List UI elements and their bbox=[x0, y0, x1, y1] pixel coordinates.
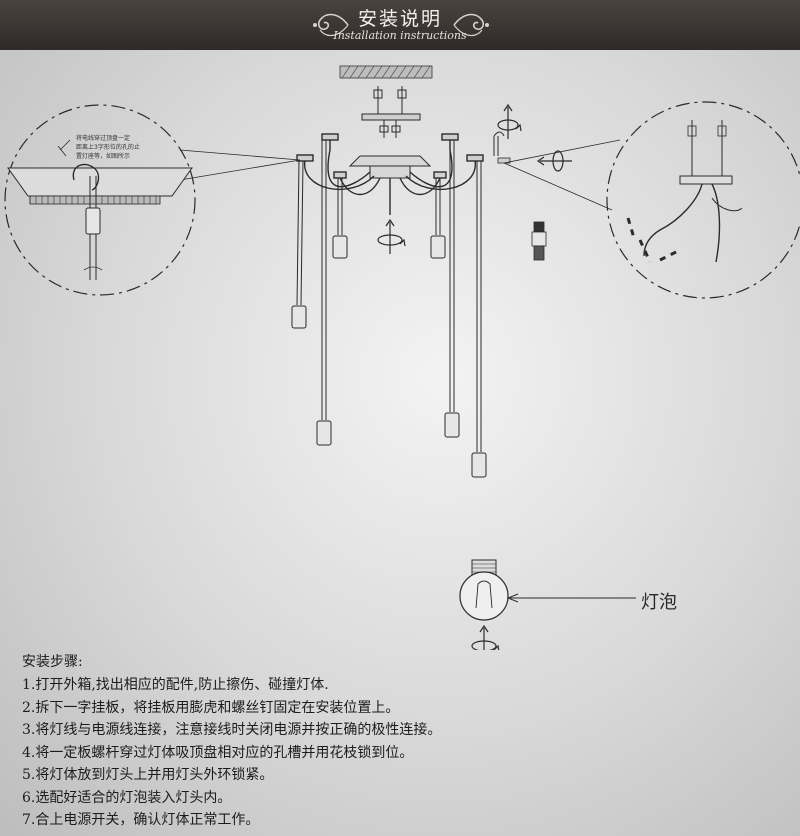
page-subtitle: Installation instructions bbox=[333, 29, 467, 42]
right-detail-view bbox=[503, 101, 800, 299]
page-title: 安装说明 bbox=[357, 8, 442, 30]
installation-diagram: 将电线穿过顶盘一定 距离上3字形位的孔的止 置灯座等，如图所示 bbox=[4, 65, 800, 650]
step-7: 7.合上电源开关，确认灯体正常工作。 bbox=[22, 812, 260, 828]
socket-part bbox=[531, 221, 547, 261]
step-2: 2.拆下一字挂板，将挂板用膨虎和螺丝钉固定在安装位置上。 bbox=[22, 699, 400, 716]
chandelier-arms bbox=[296, 133, 484, 215]
light-bulb-icon bbox=[459, 559, 509, 621]
ornament-left-icon bbox=[313, 13, 349, 36]
left-detail-note-line1: 将电线穿过顶盘一定 bbox=[76, 134, 130, 142]
ornament-right-icon bbox=[453, 13, 489, 36]
step-5: 5.将灯体放到灯头上并用灯头外环锁紧。 bbox=[22, 767, 274, 783]
left-detail-view: 将电线穿过顶盘一定 距离上3字形位的孔的止 置灯座等，如图所示 bbox=[4, 104, 301, 296]
step-6: 6.选配好适合的灯泡装入灯头内。 bbox=[22, 789, 232, 806]
installation-steps: 安装步骤: 1.打开外箱,找出相应的配件,防止擦伤、碰撞灯体. 2.拆下一字挂板… bbox=[22, 650, 782, 832]
bulb-pointer-arrow bbox=[506, 593, 636, 603]
step-1: 1.打开外箱,找出相应的配件,防止擦伤、碰撞灯体. bbox=[22, 677, 329, 693]
left-detail-note-line2: 距离上3字形位的孔的止 bbox=[76, 143, 140, 151]
arm-hook bbox=[493, 131, 505, 156]
step-3: 3.将灯线与电源线连接，注意接线时关闭电源并按正确的极性连接。 bbox=[22, 722, 442, 738]
steps-title: 安装步骤: bbox=[22, 654, 83, 670]
header-banner: 安装说明 Installation instructions bbox=[0, 0, 800, 50]
ceiling-canopy bbox=[348, 155, 432, 179]
step-4: 4.将一定板螺杆穿过灯体吸顶盘相对应的孔槽并用花枝锁到位。 bbox=[22, 744, 414, 761]
bulb-label: 灯泡 bbox=[641, 592, 677, 613]
lamp-sockets bbox=[291, 235, 487, 478]
left-detail-note-line3: 置灯座等，如图所示 bbox=[76, 152, 130, 160]
mounting-bracket bbox=[361, 86, 421, 138]
rotation-arrow-icons bbox=[377, 103, 572, 650]
ceiling-plate bbox=[339, 65, 433, 79]
hanging-cords bbox=[296, 140, 482, 452]
